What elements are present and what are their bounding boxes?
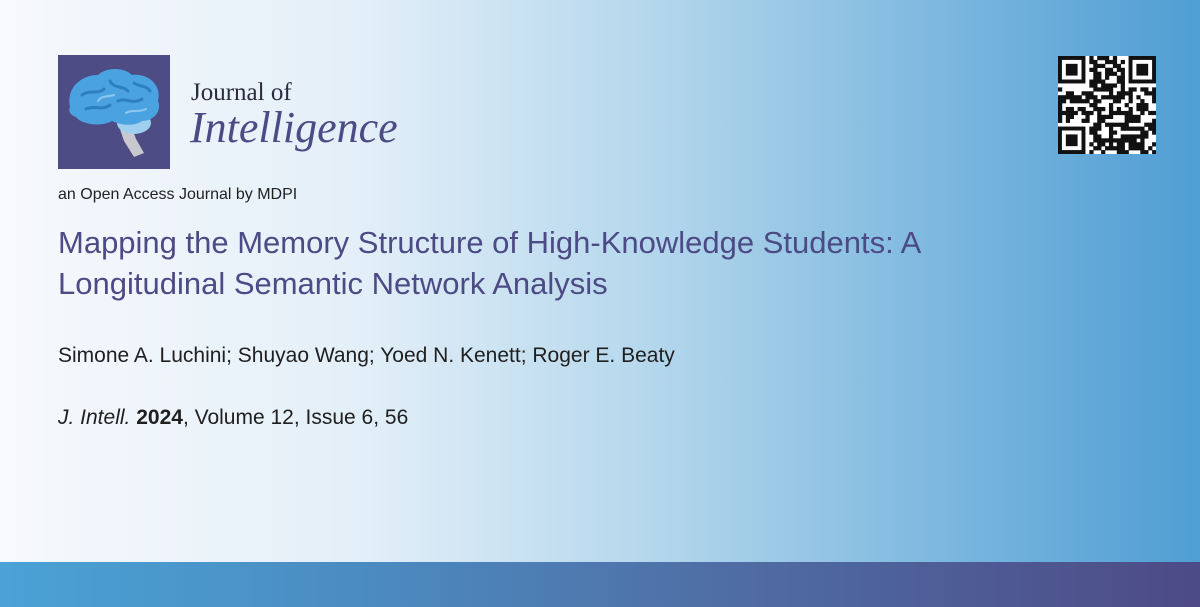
article-authors: Simone A. Luchini; Shuyao Wang; Yoed N. … xyxy=(58,344,675,367)
publication-year: 2024 xyxy=(136,406,183,429)
qr-code-graphic xyxy=(1058,56,1156,154)
article-title[interactable]: Mapping the Memory Structure of High-Kno… xyxy=(58,225,920,301)
footer-bar xyxy=(0,562,1200,607)
journal-name-prefix: Journal of xyxy=(191,79,292,106)
banner-background xyxy=(0,0,1200,562)
qr-code-icon[interactable] xyxy=(1058,56,1156,154)
article-citation: J. Intell. 2024, Volume 12, Issue 6, 56 xyxy=(58,406,408,430)
journal-name: Intelligence xyxy=(190,103,398,152)
brain-icon xyxy=(69,69,160,157)
volume-issue: , Volume 12, Issue 6, 56 xyxy=(182,406,409,429)
journal-abbreviation: J. Intell. xyxy=(58,406,131,429)
journal-logo xyxy=(58,55,170,169)
journal-tagline: an Open Access Journal by MDPI xyxy=(58,186,298,203)
